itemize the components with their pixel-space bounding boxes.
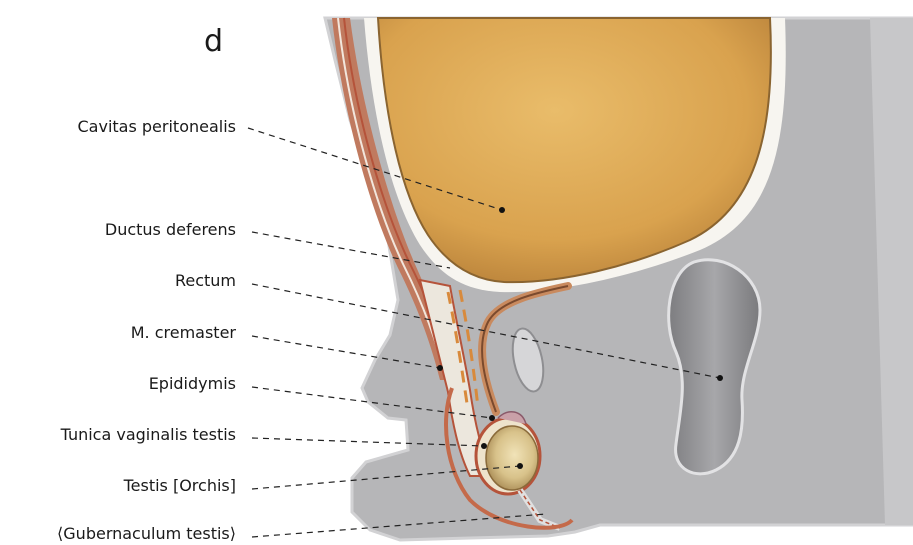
label-m-cremaster: M. cremaster xyxy=(131,323,236,343)
label-gubernaculum-testis: ⟨Gubernaculum testis⟩ xyxy=(57,524,236,544)
label-epididymis: Epididymis xyxy=(149,374,236,394)
label-tunica-vaginalis-testis: Tunica vaginalis testis xyxy=(61,425,236,445)
label-cavitas-peritonealis: Cavitas peritonealis xyxy=(78,117,237,137)
panel-letter: d xyxy=(204,24,223,59)
label-rectum: Rectum xyxy=(175,271,236,291)
label-testis-orchis: Testis [Orchis] xyxy=(124,476,236,496)
label-ductus-deferens: Ductus deferens xyxy=(105,220,236,240)
